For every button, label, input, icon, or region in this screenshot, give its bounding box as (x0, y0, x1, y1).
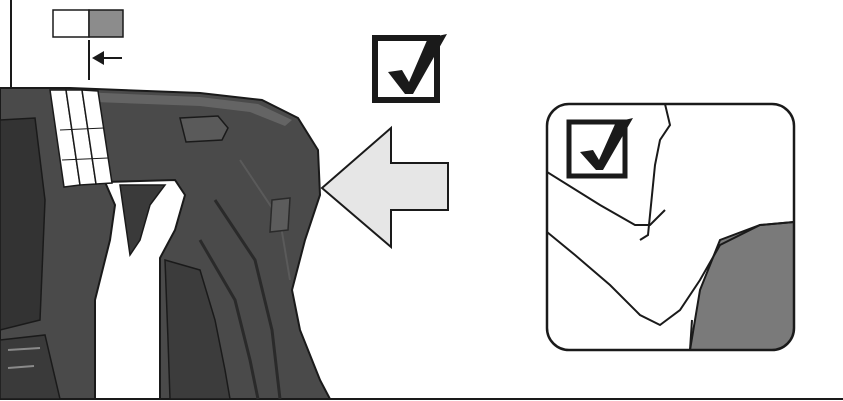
check-icon (375, 34, 447, 100)
tool-side-view (0, 88, 330, 399)
depth-gauge-icon (53, 10, 123, 80)
inset-check-icon (569, 118, 633, 176)
push-arrow (322, 128, 448, 247)
